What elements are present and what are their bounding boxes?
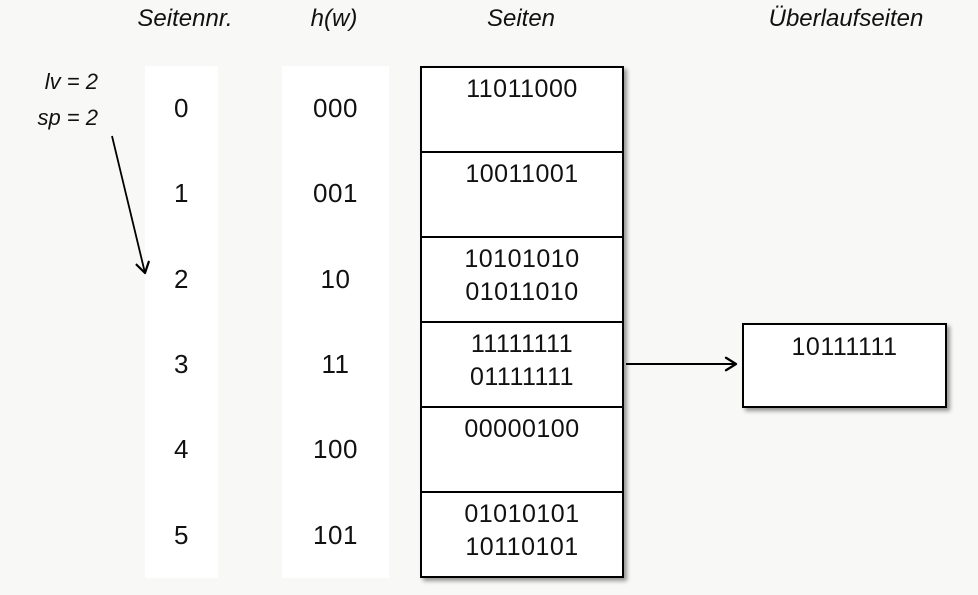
record-value: 00000100 [464,415,580,443]
record-value: 01111111 [469,363,575,391]
page-number-cell: 1 [145,151,218,236]
page-number: 2 [174,263,189,294]
page-cell-1: 10011001 [422,153,622,238]
page-number-cell: 4 [145,407,218,492]
hash-value: 10 [320,263,351,294]
page-cell-2: 10101010 01011010 [422,238,622,323]
hash-value-cell: 10 [282,237,389,322]
record-value: 11111111 [470,330,574,358]
record-value: 10111111 [791,333,898,361]
record-value: 11011000 [466,75,578,103]
page-number-column: 0 1 2 3 4 5 [145,66,218,578]
hash-value: 100 [313,434,358,465]
page-number-cell: 0 [145,66,218,151]
hash-value-cell: 100 [282,407,389,492]
page-cell-4: 00000100 [422,408,622,493]
level-value-label: lv = 2 [44,69,98,94]
split-pointer-label: sp = 2 [37,105,98,130]
column-header-seiten: Seiten [486,5,556,32]
hash-value-cell: 001 [282,151,389,236]
hash-value: 101 [313,519,358,550]
hash-value-column: 000 001 10 11 100 101 [282,66,389,578]
pages-table: 11011000 10011001 10101010 01011010 1111… [420,66,624,578]
page-number-cell: 2 [145,237,218,322]
record-value: 10101010 [464,245,580,273]
page-cell-5: 01010101 10110101 [422,493,622,576]
hash-value: 11 [321,349,350,380]
record-value: 10110101 [465,533,579,561]
page-number-cell: 5 [145,493,218,578]
page-cell-3: 11111111 01111111 [422,323,622,408]
column-header-hash-function: h(w) [310,5,358,32]
split-pointer-arrow [111,135,150,275]
hash-value: 000 [313,93,358,124]
column-header-seitennr: Seitennr. [137,5,233,32]
page-number: 0 [174,93,189,124]
hash-value-cell: 000 [282,66,389,151]
column-header-ueberlaufseiten: Überlaufseiten [768,5,924,32]
page-number: 5 [174,519,189,550]
hash-value: 001 [313,178,358,209]
page-number: 1 [174,178,189,209]
record-value: 01010101 [464,500,580,528]
page-number: 3 [174,349,189,380]
page-cell-0: 11011000 [422,68,622,153]
state-annotation: lv = 2 sp = 2 [10,64,98,136]
hash-value-cell: 11 [282,322,389,407]
overflow-page-box: 10111111 [742,323,947,408]
record-value: 01011010 [465,278,579,306]
page-number: 4 [174,434,189,465]
record-value: 10011001 [465,160,579,188]
page-number-cell: 3 [145,322,218,407]
hash-value-cell: 101 [282,493,389,578]
